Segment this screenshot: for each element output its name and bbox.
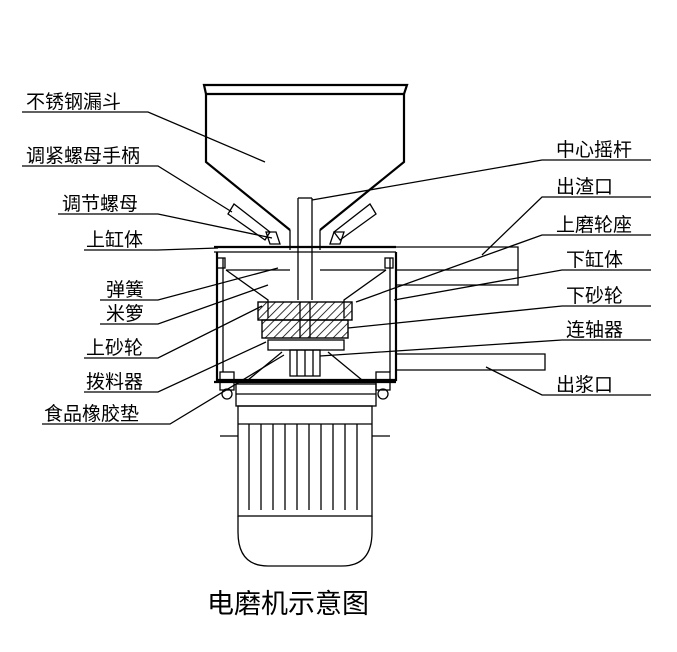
center-rocker-shape [297, 197, 313, 300]
label-adjust-nut: 调节螺母 [62, 193, 138, 215]
funnel-shape [202, 83, 409, 250]
pulp-outlet-shape [396, 353, 546, 371]
label-funnel: 不锈钢漏斗 [26, 91, 121, 113]
label-nut-handle: 调紧螺母手柄 [26, 145, 140, 167]
label-stirrer: 拨料器 [86, 371, 143, 393]
base-flange [214, 371, 396, 407]
leader-lines [22, 111, 651, 425]
label-coupling: 连轴器 [566, 319, 623, 341]
diagram-caption: 电磨机示意图 [207, 589, 369, 620]
label-rubber-pad: 食品橡胶垫 [44, 403, 139, 425]
machine-drawing [22, 83, 651, 567]
label-spring: 弹簧 [106, 279, 144, 301]
labels-left: 不锈钢漏斗 调紧螺母手柄 调节螺母 上缸体 弹簧 米箩 上砂轮 拨料器 食品橡胶… [26, 91, 144, 425]
label-pulp-outlet: 出浆口 [556, 374, 613, 396]
label-rice-basket: 米箩 [106, 303, 144, 325]
label-upper-wheel-seat: 上磨轮座 [556, 214, 632, 236]
coupling-shape [247, 339, 363, 381]
labels-right: 中心摇杆 出渣口 上磨轮座 下缸体 下砂轮 连轴器 出浆口 [556, 139, 632, 396]
cylinder-body [214, 245, 398, 382]
motor-shape [220, 405, 390, 567]
grinding-wheels [257, 301, 353, 339]
label-lower-wheel: 下砂轮 [566, 285, 623, 307]
label-lower-cylinder: 下缸体 [566, 249, 623, 271]
slag-outlet-shape [396, 246, 519, 286]
label-upper-wheel: 上砂轮 [86, 337, 143, 359]
label-center-rocker: 中心摇杆 [556, 139, 632, 161]
label-upper-cylinder: 上缸体 [86, 229, 143, 251]
label-slag-outlet: 出渣口 [556, 176, 613, 198]
nut-handles [227, 203, 377, 245]
